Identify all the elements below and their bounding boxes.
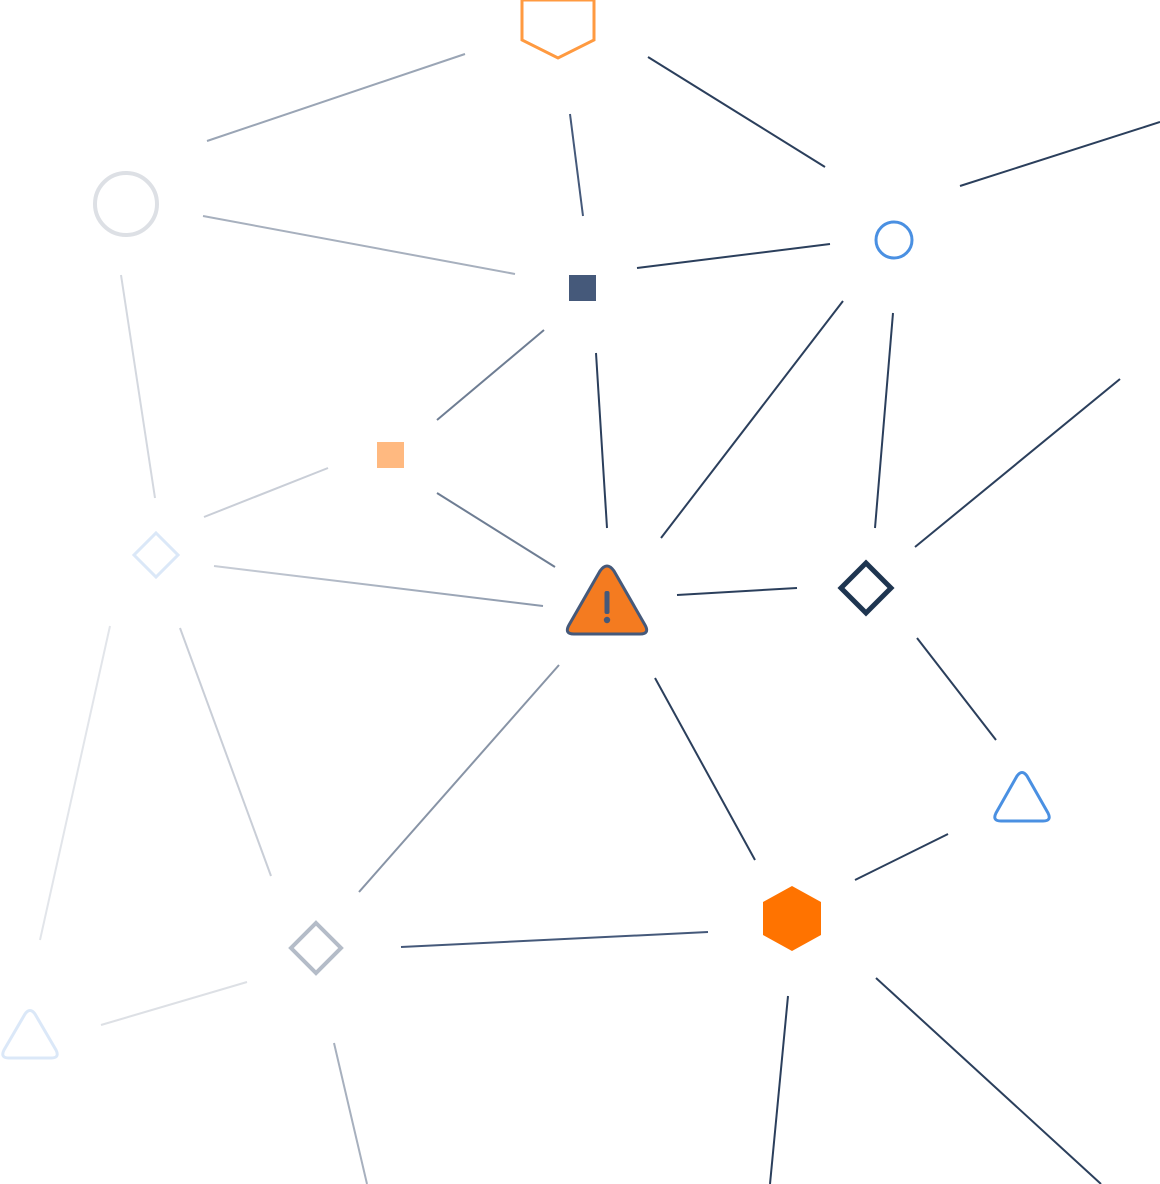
edge bbox=[569, 113, 584, 217]
edge bbox=[854, 833, 949, 881]
edge bbox=[120, 274, 156, 499]
nodes bbox=[1, 0, 1051, 1060]
edge bbox=[400, 931, 709, 948]
circle-node-gray bbox=[93, 171, 159, 237]
edge bbox=[358, 664, 560, 893]
edge bbox=[914, 378, 1121, 548]
hexagon-node-outline-orange bbox=[520, 0, 596, 60]
edge bbox=[203, 467, 329, 518]
circle-node-blue bbox=[874, 220, 914, 260]
edge bbox=[179, 627, 272, 877]
edge bbox=[676, 587, 798, 596]
edge bbox=[959, 121, 1160, 187]
edge bbox=[916, 637, 997, 741]
warning-icon bbox=[565, 564, 649, 636]
edge bbox=[436, 492, 556, 568]
edge bbox=[654, 677, 756, 861]
edge bbox=[206, 53, 466, 142]
edge bbox=[213, 565, 544, 607]
edge bbox=[660, 300, 844, 539]
edge bbox=[875, 977, 1102, 1184]
edge bbox=[436, 329, 545, 421]
triangle-node-blue bbox=[993, 771, 1051, 823]
hexagon-node-orange bbox=[763, 886, 821, 951]
edge bbox=[647, 56, 826, 168]
edges bbox=[39, 53, 1160, 1184]
edge bbox=[333, 1042, 368, 1184]
edge bbox=[202, 215, 516, 275]
edge bbox=[100, 981, 248, 1026]
diamond-node-navy bbox=[837, 559, 895, 617]
square-node-navy bbox=[569, 275, 596, 301]
square-node-orange bbox=[377, 442, 404, 468]
edge bbox=[874, 312, 894, 529]
edge bbox=[636, 243, 831, 269]
diamond-node-faint bbox=[131, 530, 181, 580]
edge bbox=[769, 995, 789, 1184]
edge bbox=[39, 625, 111, 941]
edge bbox=[595, 352, 608, 529]
triangle-node-faint bbox=[1, 1009, 59, 1060]
diamond-node-gray bbox=[288, 920, 344, 976]
